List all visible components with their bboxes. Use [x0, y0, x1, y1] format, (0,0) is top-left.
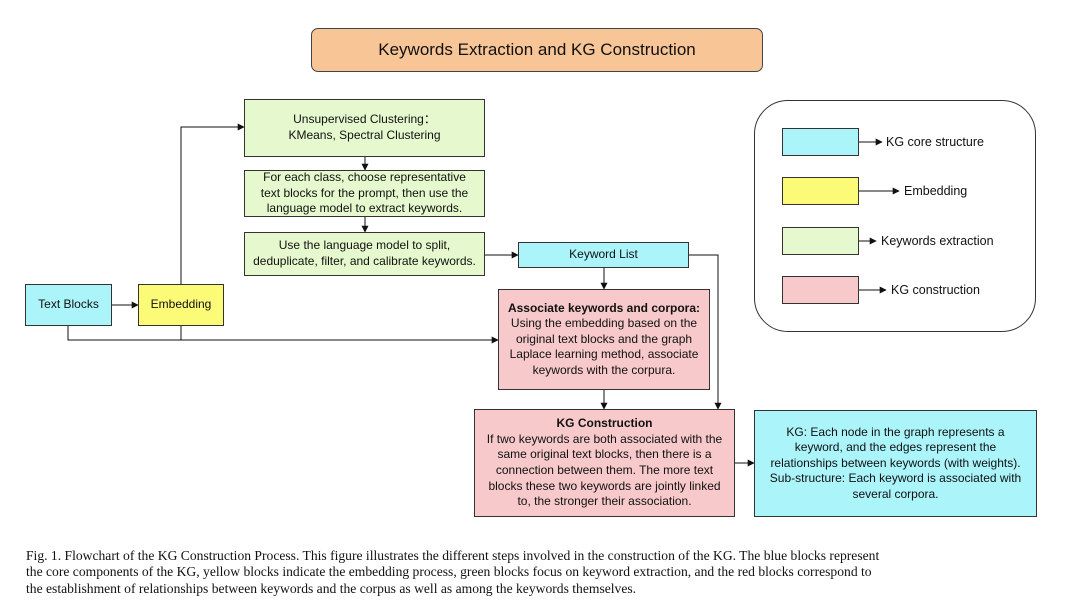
embedding-label: Embedding	[150, 297, 212, 312]
legend-label-extraction: Keywords extraction	[881, 234, 994, 248]
caption-line-2: the core components of the KG, yellow bl…	[26, 564, 872, 580]
split-node: Use the language model to split, dedupli…	[244, 232, 485, 276]
arrow-keyword-list-to-kg-construction	[689, 254, 722, 410]
each-class-line-3: language model to extract keywords.	[266, 201, 463, 216]
figure-caption: Fig. 1. Flowchart of the KG Construction…	[26, 548, 1054, 597]
legend-swatch-construction	[782, 276, 859, 304]
clustering-node: Unsupervised Clustering： KMeans, Spectra…	[244, 99, 485, 157]
embedding-node: Embedding	[138, 284, 224, 326]
kg-result-line-5: several corpora.	[852, 486, 939, 501]
kg-construction-line-4: blocks these two keywords are jointly li…	[488, 478, 721, 493]
legend-frame	[754, 100, 1036, 332]
text-blocks-node: Text Blocks	[25, 284, 112, 326]
kg-result-line-4: Sub-structure: Each keyword is associate…	[769, 471, 1022, 486]
associate-line-3: Laplace learning method, associate	[509, 347, 699, 362]
split-line-2: deduplicate, filter, and calibrate keywo…	[253, 254, 476, 268]
caption-line-1: Fig. 1. Flowchart of the KG Construction…	[26, 548, 880, 563]
caption-line-3: the establishment of relationships betwe…	[26, 580, 637, 596]
split-line-1: Use the language model to split,	[278, 238, 451, 253]
associate-line-1: Using the embedding based on the	[510, 316, 698, 331]
kg-result-line-1: KG: Each node in the graph represents a	[786, 424, 1005, 439]
kg-construction-line-2: same original text blocks, then there is…	[497, 447, 712, 462]
each-class-line-1: For each class, choose representative	[263, 170, 466, 185]
associate-line-2: original text blocks and the graph	[515, 331, 693, 346]
legend-swatch-embedding	[782, 177, 859, 205]
arrow-embedding-to-clustering	[180, 123, 245, 284]
diagram-title: Keywords Extraction and KG Construction	[311, 28, 763, 72]
associate-line-4: keywords with the corpura.	[532, 362, 676, 377]
legend-label-core: KG core structure	[886, 135, 984, 149]
keyword-list-node: Keyword List	[518, 242, 689, 268]
kg-construction-line-5: to, the stronger their association.	[517, 494, 692, 509]
arrow-textblocks-to-associate	[67, 326, 499, 344]
clustering-line-1: Unsupervised Clustering：	[293, 112, 436, 127]
associate-node: Associate keywords and corpora: Using th…	[498, 289, 710, 390]
kg-result-line-2: keyword, and the edges represent the	[794, 440, 997, 455]
each-class-node: For each class, choose representative te…	[244, 170, 485, 217]
kg-result-line-3: relationships between keywords (with wei…	[770, 455, 1021, 470]
legend-swatch-extraction	[782, 227, 859, 255]
legend-swatch-core	[782, 128, 859, 156]
keyword-list-label: Keyword List	[569, 247, 638, 262]
kg-construction-line-3: connection between them. The more text	[495, 463, 714, 477]
each-class-line-2: text blocks for the prompt, then use the	[260, 185, 469, 200]
kg-construction-heading: KG Construction	[556, 416, 653, 431]
legend-label-embedding: Embedding	[904, 184, 968, 198]
associate-heading: Associate keywords and corpora:	[507, 300, 701, 315]
clustering-line-2: KMeans, Spectral Clustering	[288, 128, 441, 142]
kg-result-node: KG: Each node in the graph represents a …	[754, 410, 1037, 517]
kg-construction-line-1: If two keywords are both associated with…	[486, 431, 723, 446]
text-blocks-label: Text Blocks	[38, 297, 99, 312]
legend-label-construction: KG construction	[891, 283, 980, 297]
kg-construction-node: KG Construction If two keywords are both…	[474, 409, 735, 517]
